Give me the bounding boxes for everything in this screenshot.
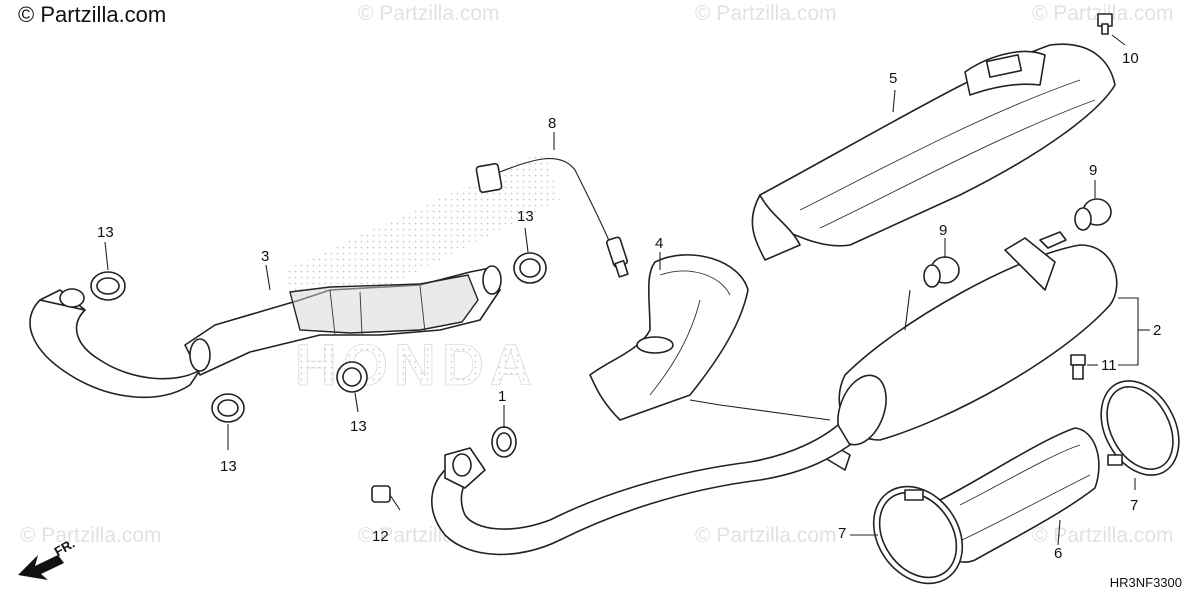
watermark: © Partzilla.com — [358, 2, 500, 25]
leader-lines — [104, 34, 1150, 546]
callout-13: 13 — [350, 418, 367, 435]
callout-1: 1 — [498, 388, 507, 405]
callout-7: 7 — [838, 525, 847, 542]
part-5-muffler-cover[interactable] — [751, 43, 1116, 261]
part-7-band-clamp[interactable] — [855, 469, 980, 600]
watermark: © Partzilla.com — [20, 524, 162, 547]
part-7-band-clamp[interactable] — [1086, 367, 1195, 488]
part-12-flange-nut[interactable] — [371, 485, 391, 503]
diagram-code: HR3NF3300 — [1109, 575, 1182, 590]
honda-logo-text: HONDA — [295, 333, 538, 398]
exhaust-pipe[interactable] — [431, 424, 851, 556]
part-1-gasket[interactable] — [491, 426, 517, 458]
part-13-clamp[interactable] — [211, 393, 245, 423]
callout-9: 9 — [1089, 162, 1098, 179]
part-10-bolt[interactable] — [1097, 13, 1113, 35]
part-13-clamp[interactable] — [336, 361, 368, 393]
callout-9: 9 — [939, 222, 948, 239]
callout-13: 13 — [517, 208, 534, 225]
callout-13: 13 — [97, 224, 114, 241]
part-13-clamp[interactable] — [513, 252, 547, 284]
callout-12: 12 — [372, 528, 389, 545]
front-direction-arrow-icon — [18, 555, 64, 580]
callout-8: 8 — [548, 115, 557, 132]
watermark: © Partzilla.com — [695, 524, 837, 547]
copyright-text: © Partzilla.com — [18, 2, 167, 27]
part-8-o2-sensor[interactable] — [475, 158, 629, 278]
part-2-muffler[interactable] — [819, 231, 1118, 471]
part-6-tail-guard[interactable] — [938, 427, 1100, 563]
part-3-exhaust-pipe[interactable] — [29, 265, 502, 399]
callout-5: 5 — [889, 70, 898, 87]
part-11-nut[interactable] — [1070, 354, 1086, 380]
part-9-grommet[interactable] — [923, 256, 960, 288]
honda-logo-watermark: HONDA — [285, 150, 560, 398]
callout-13: 13 — [220, 458, 237, 475]
callout-4: 4 — [655, 235, 664, 252]
part-9-grommet[interactable] — [1074, 198, 1112, 231]
callout-6: 6 — [1054, 545, 1063, 562]
watermark: © Partzilla.com — [1032, 524, 1174, 547]
callout-3: 3 — [261, 248, 270, 265]
callout-7: 7 — [1130, 497, 1139, 514]
callout-2: 2 — [1153, 322, 1162, 339]
part-13-clamp[interactable] — [90, 271, 126, 301]
callout-11: 11 — [1101, 357, 1117, 374]
callout-10: 10 — [1122, 50, 1139, 67]
part-4-heat-shield[interactable] — [589, 254, 749, 421]
watermark: © Partzilla.com — [695, 2, 837, 25]
